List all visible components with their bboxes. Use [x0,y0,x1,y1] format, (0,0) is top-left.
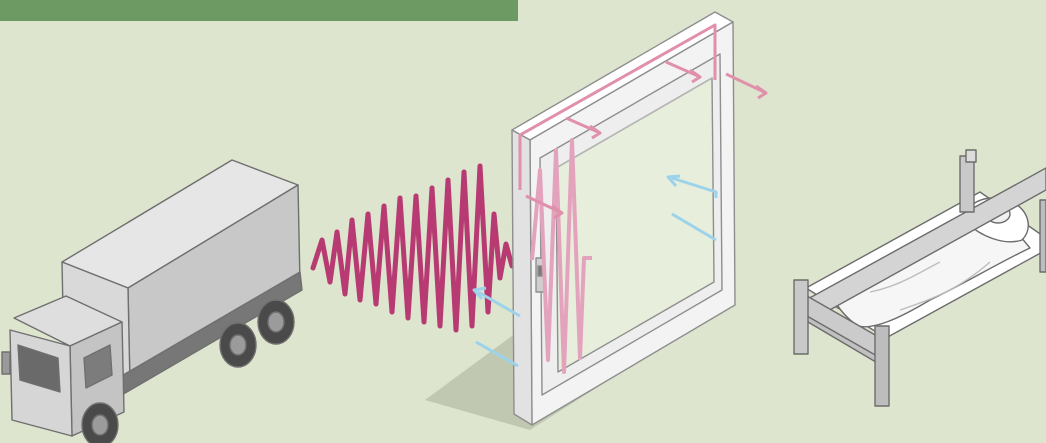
sound-wave-icon [313,166,512,330]
window-icon [512,12,735,425]
truck-icon [2,160,302,443]
bed-icon [794,150,1046,406]
